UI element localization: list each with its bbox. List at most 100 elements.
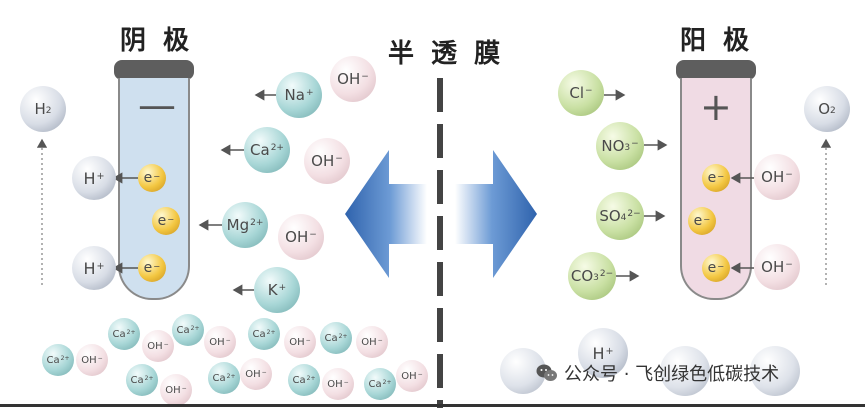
mg-ion-label: Mg bbox=[226, 216, 250, 234]
cathode-cap bbox=[114, 60, 194, 80]
bottom-oh-ion-4-charge: − bbox=[225, 337, 231, 345]
bottom-ca-ion-9-label: Ca bbox=[46, 354, 60, 366]
cathode-electron-1-charge: − bbox=[153, 171, 161, 182]
silver-bubble-2 bbox=[660, 346, 710, 396]
bottom-ca-ion-7-charge: 2+ bbox=[338, 333, 348, 341]
oh-ion-anode-2-label: OH bbox=[761, 258, 785, 276]
oh-ion-cathode-1-label: OH bbox=[337, 70, 361, 88]
no3-ion-label: NO bbox=[601, 137, 625, 155]
bottom-oh-ion-12: OH− bbox=[160, 374, 192, 406]
bottom-oh-ion-10-charge: − bbox=[97, 355, 103, 363]
bottom-ca-ion-1-label: Ca bbox=[112, 328, 126, 340]
anode-electron-3: e− bbox=[702, 254, 730, 282]
bottom-oh-ion-10: OH− bbox=[76, 344, 108, 376]
bottom-oh-ion-4-label: OH bbox=[209, 336, 225, 348]
co3-ion-sub: 3 bbox=[593, 273, 599, 284]
membrane-heading: 半 透 膜 bbox=[388, 39, 505, 69]
h-ion-lower-label: H bbox=[83, 258, 96, 278]
anode-heading: 阳 极 bbox=[680, 26, 754, 56]
wechat-icon bbox=[536, 364, 557, 381]
so4-ion-label: SO bbox=[599, 207, 621, 225]
oh-ion-cathode-2-charge: − bbox=[335, 154, 343, 165]
oh-ion-cathode-1-charge: − bbox=[361, 72, 369, 83]
oh-ion-cathode-1: OH− bbox=[330, 56, 376, 102]
bottom-ca-ion-5-label: Ca bbox=[252, 328, 266, 340]
bottom-oh-ion-8-label: OH bbox=[361, 336, 377, 348]
oh-ion-cathode-3-charge: − bbox=[309, 230, 317, 241]
bottom-oh-ion-14-charge: − bbox=[261, 369, 267, 377]
anode-electron-1-label: e bbox=[707, 170, 717, 186]
cathode-electron-3-charge: − bbox=[153, 261, 161, 272]
bottom-oh-ion-8: OH− bbox=[356, 326, 388, 358]
na-ion-label: Na bbox=[284, 86, 305, 104]
bottom-oh-ion-6-charge: − bbox=[305, 337, 311, 345]
anode-electron-2-charge: − bbox=[703, 214, 711, 225]
co3-ion-charge: 2− bbox=[599, 269, 614, 280]
bottom-ca-ion-13-charge: 2+ bbox=[226, 373, 236, 381]
bottom-ca-ion-11-charge: 2+ bbox=[144, 375, 154, 383]
bottom-ca-ion-3-charge: 2+ bbox=[190, 325, 200, 333]
bottom-ca-ion-3-label: Ca bbox=[176, 324, 190, 336]
right-flow-arrow bbox=[455, 150, 537, 278]
mg-ion-charge: 2+ bbox=[250, 218, 264, 229]
h-ion-bottom-1-label: H bbox=[592, 343, 605, 363]
bottom-oh-ion-16-label: OH bbox=[327, 378, 343, 390]
ca-ion-label: Ca bbox=[250, 141, 270, 159]
oh-ion-cathode-3: OH− bbox=[278, 214, 324, 260]
anode-electron-2: e− bbox=[688, 207, 716, 235]
minus-sign: — bbox=[138, 83, 176, 127]
so4-ion-sub: 4 bbox=[620, 213, 627, 224]
h-ion-upper-charge: + bbox=[96, 170, 105, 182]
bottom-ca-ion-1-charge: 2+ bbox=[126, 329, 136, 337]
h2-gas-sub: 2 bbox=[45, 106, 52, 117]
anode-cap bbox=[676, 60, 756, 80]
watermark: 公众号 · 飞创绿色低碳技术 bbox=[536, 360, 779, 386]
bottom-oh-ion-2-charge: − bbox=[163, 341, 169, 349]
cathode-electron-2-label: e bbox=[157, 213, 167, 229]
h-ion-upper-label: H bbox=[83, 168, 96, 188]
h-ion-bottom-1: H+ bbox=[578, 328, 628, 378]
bottom-oh-ion-14: OH− bbox=[240, 358, 272, 390]
bottom-ca-ion-5-charge: 2+ bbox=[266, 329, 276, 337]
bottom-ca-ion-7-label: Ca bbox=[324, 332, 338, 344]
oh-ion-anode-1: OH− bbox=[754, 154, 800, 200]
cl-ion-label: Cl bbox=[569, 84, 585, 102]
cathode-electron-3-label: e bbox=[143, 260, 153, 276]
ca-ion-charge: 2+ bbox=[270, 143, 284, 154]
oh-ion-cathode-2-label: OH bbox=[311, 152, 335, 170]
bottom-ca-ion-9-charge: 2+ bbox=[60, 355, 70, 363]
bottom-ca-ion-11-label: Ca bbox=[130, 374, 144, 386]
bottom-ca-ion-15-charge: 2+ bbox=[306, 375, 316, 383]
bottom-oh-ion-16-charge: − bbox=[343, 379, 349, 387]
anode-electron-1-charge: − bbox=[717, 171, 725, 182]
oh-ion-cathode-2: OH− bbox=[304, 138, 350, 184]
h-ion-lower: H+ bbox=[72, 246, 116, 290]
anode-electron-3-charge: − bbox=[717, 261, 725, 272]
cathode-electron-2: e− bbox=[152, 207, 180, 235]
anode-electron-2-label: e bbox=[693, 213, 703, 229]
h-ion-bottom-1-charge: + bbox=[605, 345, 614, 357]
cathode-electron-3: e− bbox=[138, 254, 166, 282]
anode-electron-3-label: e bbox=[707, 260, 717, 276]
cathode-electron-1-label: e bbox=[143, 170, 153, 186]
oh-ion-cathode-3-label: OH bbox=[285, 228, 309, 246]
bottom-oh-ion-8-charge: − bbox=[377, 337, 383, 345]
bottom-oh-ion-12-charge: − bbox=[181, 385, 187, 393]
na-ion: Na+ bbox=[276, 72, 322, 118]
o2-gas-label: O bbox=[818, 100, 831, 118]
